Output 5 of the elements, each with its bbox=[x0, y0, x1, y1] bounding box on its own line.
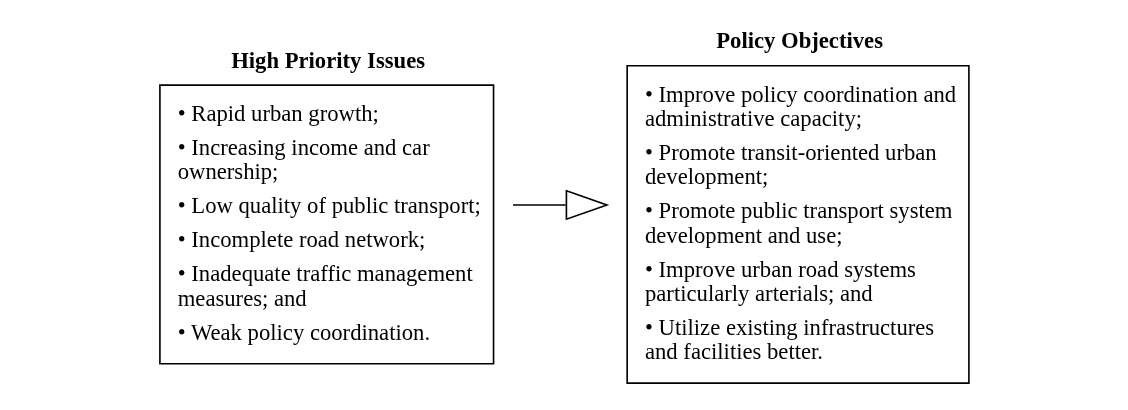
arrow bbox=[512, 189, 610, 221]
node-box: • Improve policy coordination and administrative capacity; • Promote transit-oriented urban development; • Promote public transport system development and use; • Improve urban road systems particularly arterials; and • Utilize existing infrastructures and facilities better. bbox=[626, 64, 970, 384]
node-box: • Rapid urban growth; • Increasing income and car ownership; • Low quality of public transport; • Incomplete road network; • Inadequate traffic management measures; and • Weak policy coordination. bbox=[159, 84, 495, 365]
node-label: Policy Objectives bbox=[716, 28, 883, 54]
node-label: High Priority Issues bbox=[231, 47, 426, 73]
